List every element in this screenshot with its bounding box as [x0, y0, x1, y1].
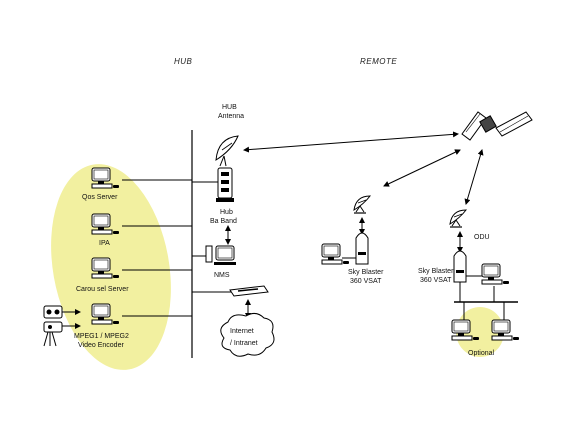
- internet-cloud-icon: [220, 312, 275, 357]
- satellite-icon: [461, 111, 533, 141]
- internet-label-1: Internet: [230, 328, 254, 335]
- internet-label-2: / Intranet: [230, 340, 258, 347]
- odu-label: ODU: [474, 234, 490, 241]
- encoder-label-2: Video Encoder: [78, 342, 124, 349]
- hub-antenna-label-2: Antenna: [218, 113, 245, 120]
- remote-1-dish-icon: [353, 195, 371, 214]
- sky-blaster-1-label-1: Sky Blaster: [348, 269, 384, 276]
- ipa-label: IPA: [99, 240, 110, 247]
- hub-highlight-oval: [51, 164, 171, 370]
- hub-baseband-label-2: Ba Band: [210, 218, 237, 225]
- nms-pc-icon: [205, 245, 236, 265]
- nms-label: NMS: [214, 272, 230, 279]
- remote-section-title: REMOTE: [360, 57, 398, 66]
- sky-blaster-1-label-2: 360 VSAT: [350, 278, 382, 285]
- qos-server-label: Qos Server: [82, 194, 118, 201]
- hub-baseband-label-1: Hub: [220, 209, 233, 216]
- hub-antenna-label-1: HUB: [222, 104, 237, 111]
- hub-satellite-link: [243, 131, 459, 153]
- router-icon: [229, 285, 269, 297]
- optional-label: Optional: [468, 350, 495, 357]
- optional-pc-2-icon: [491, 319, 520, 341]
- hub-baseband-icon: [216, 167, 234, 202]
- encoder-label-1: MPEG1 / MPEG2: [74, 333, 129, 340]
- remote-1-vsat-icon: [355, 232, 369, 265]
- remote-1-pc-icon: [321, 243, 350, 265]
- video-camera-icon-1: [43, 305, 81, 319]
- sky-blaster-2-label-2: 360 VSAT: [420, 277, 452, 284]
- remote1-satellite-link: [383, 149, 461, 187]
- hub-section-title: HUB: [174, 57, 193, 66]
- video-camera-icon-2: [43, 321, 81, 347]
- sky-blaster-2-label-1: Sky Blaster: [418, 268, 454, 275]
- hub-antenna-icon: [215, 135, 239, 167]
- remote2-satellite-link: [464, 149, 484, 205]
- remote-2-pc-icon: [481, 263, 510, 285]
- remote-2-vsat-icon: [453, 250, 467, 283]
- carousel-server-label: Carou sel Server: [76, 286, 129, 293]
- remote-2-dish-icon: [449, 209, 467, 228]
